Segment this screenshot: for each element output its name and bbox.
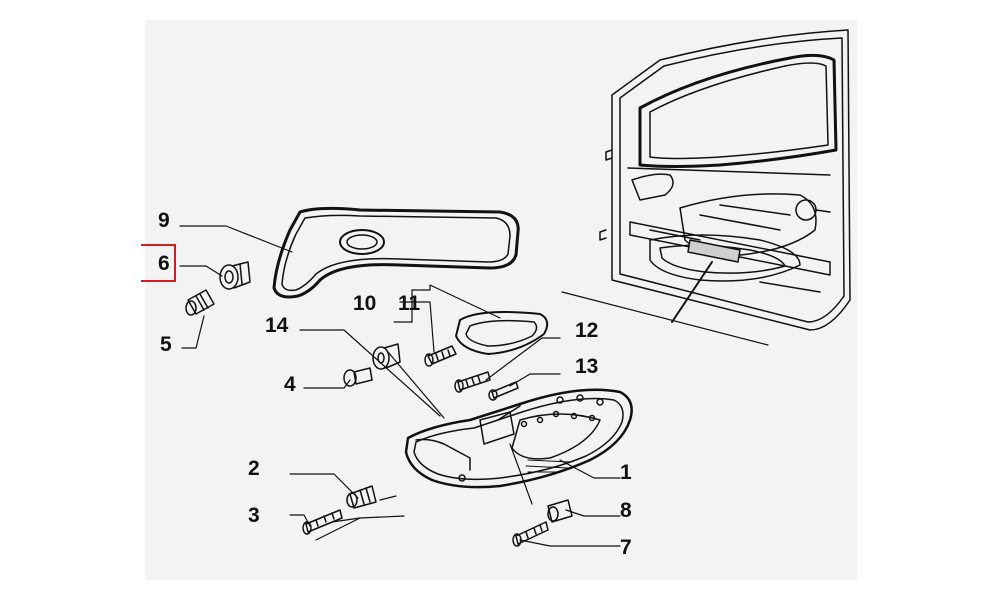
callout-12: 12	[575, 319, 599, 342]
callout-13: 13	[575, 355, 599, 378]
part-5-bushing	[185, 289, 215, 316]
part-4-push-pin	[343, 367, 373, 387]
callout-4: 4	[284, 373, 296, 396]
callout-leader-lines	[179, 225, 621, 547]
callout-3: 3	[248, 504, 260, 527]
callout-7: 7	[620, 536, 632, 559]
part-9-trim-panel	[272, 206, 520, 299]
callout-2: 2	[248, 457, 260, 480]
callout-14: 14	[265, 314, 289, 337]
part-1-door-pocket	[404, 388, 633, 489]
callout-5: 5	[160, 333, 172, 356]
callout-11: 11	[398, 292, 421, 315]
part-2-clip	[346, 485, 377, 509]
part-14-clip	[372, 343, 401, 370]
callout-1: 1	[620, 461, 632, 484]
part-13-screw	[488, 381, 519, 401]
car-door-drawing	[599, 29, 851, 331]
callout-8: 8	[620, 499, 632, 522]
door-leader-line	[561, 291, 769, 346]
door-leader-line	[671, 261, 713, 323]
callout-10: 10	[353, 292, 377, 315]
part-10-handle-cup	[455, 311, 549, 355]
part-6-clip	[219, 261, 251, 290]
callout-6-highlight-box	[141, 244, 176, 282]
callout-9: 9	[158, 209, 170, 232]
part-11-screw	[424, 345, 457, 367]
part-3-screw	[302, 509, 343, 535]
callout-6: 6	[158, 252, 170, 275]
part-8-bushing	[547, 499, 573, 523]
part-12-screw	[454, 371, 491, 393]
